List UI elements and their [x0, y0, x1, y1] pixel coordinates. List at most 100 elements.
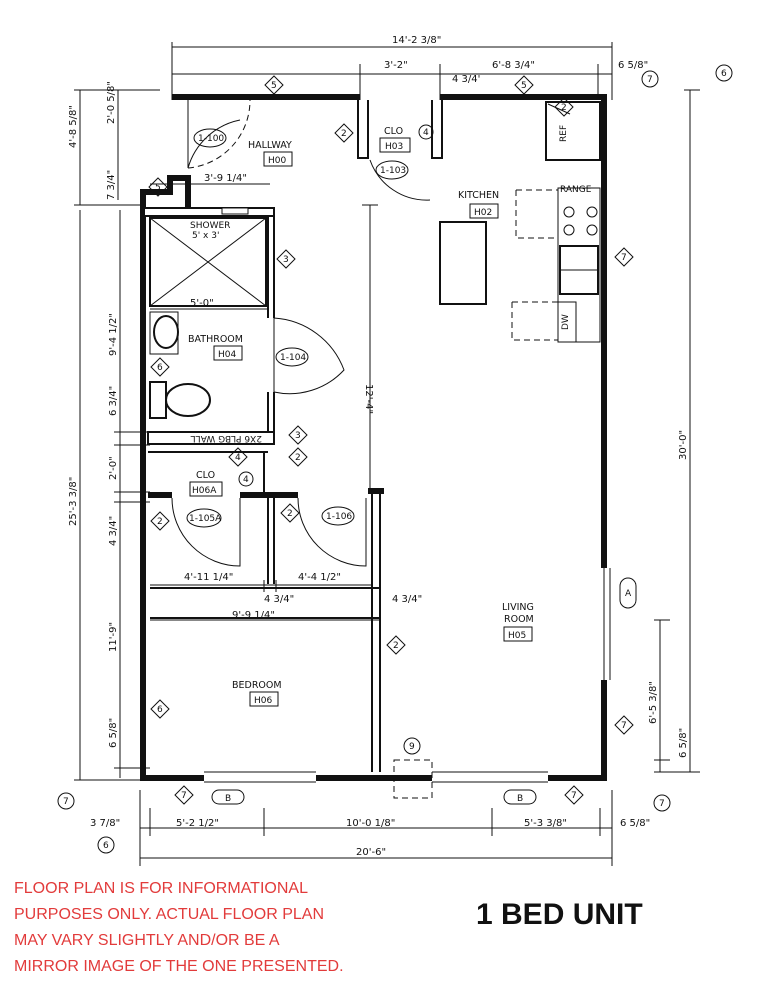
dim-bottom-overall: 20'-6"	[356, 847, 386, 858]
dim-right-b1: 6'-5 3/8"	[648, 681, 659, 724]
room-name-bedroom: BEDROOM	[232, 680, 282, 691]
dim-bottom-left: 3 7/8"	[90, 818, 120, 829]
tag-7-b: 7	[621, 721, 627, 731]
ref-label: REF	[559, 125, 569, 142]
room-name-kitchen: KITCHEN	[458, 190, 499, 201]
room-num-hallway: H00	[268, 156, 286, 166]
dim-bottom-right: 6 5/8"	[620, 818, 650, 829]
disclaimer-line: FLOOR PLAN IS FOR INFORMATIONAL	[14, 880, 308, 897]
door-tag-1-106: 1-106	[326, 512, 352, 522]
tag-6-a: 6	[157, 363, 163, 373]
range-label: RANGE	[560, 185, 592, 195]
window-tag-b-left: B	[225, 794, 231, 804]
dim-bedroom-width: 9'-9 1/4"	[232, 610, 275, 621]
tag-6-b: 6	[157, 705, 163, 715]
window-tag-a: A	[625, 589, 632, 599]
plbg-wall-label: 2X6 PLBG WALL	[191, 433, 262, 443]
tag-3-a: 3	[283, 255, 289, 265]
shower-size-label: 5' x 3'	[192, 231, 219, 241]
tag-4-a: 4	[235, 453, 241, 463]
tag-7-a: 7	[621, 253, 627, 263]
grid-7-left: 7	[63, 797, 69, 807]
tag-5-c: 5	[155, 183, 161, 193]
room-num-bedroom: H06	[254, 696, 272, 706]
unit-title: 1 BED UNIT	[476, 898, 643, 931]
grid-6-top: 6	[721, 69, 727, 79]
disclaimer-line: MAY VARY SLIGHTLY AND/OR BE A	[14, 932, 280, 949]
dim-right-b2: 6 5/8"	[678, 728, 689, 758]
dim-left-upper: 4'-8 5/8"	[68, 105, 79, 148]
dim-left-b1: 9'-4 1/2"	[108, 313, 119, 356]
toilet-icon	[165, 383, 211, 417]
dim-left-overall: 25'-3 3/8"	[68, 477, 79, 526]
dim-top-a: 3'-2"	[384, 60, 408, 71]
tag-2-c: 2	[157, 517, 163, 527]
door-swings	[171, 99, 431, 567]
dimension-lines	[74, 42, 700, 866]
keynote-tags: 5 5 5 2 2 2 2 2 2 3 3 4 6 6 7 7 7 7 4 4 …	[57, 64, 733, 854]
sink-icon	[153, 315, 179, 349]
dim-bottom-a: 5'-2 1/2"	[176, 818, 219, 829]
room-name-bathroom: BATHROOM	[188, 334, 243, 345]
dim-right-overall: 30'-0"	[678, 430, 689, 460]
tag-5-a: 5	[271, 81, 277, 91]
dim-center-vert: 12'-4"	[363, 384, 374, 414]
shower-label: SHOWER	[190, 221, 230, 231]
dim-left-b6: 6 5/8"	[108, 718, 119, 748]
dim-closet-a: 4'-11 1/4"	[184, 572, 233, 583]
room-name-closet-mid: CLO	[196, 470, 215, 481]
door-tags: 1-100 1-103 1-104 1-105A 1-106	[186, 128, 409, 528]
dim-left-b5: 11'-9"	[108, 622, 119, 652]
door-tag-1-104: 1-104	[280, 353, 306, 363]
tag-4-circle: 4	[423, 128, 429, 138]
kitchen-island	[439, 221, 487, 305]
disclaimer-note: FLOOR PLAN IS FOR INFORMATIONAL PURPOSES…	[14, 876, 394, 980]
dim-left-b3: 2'-0"	[108, 456, 119, 480]
room-labels: HALLWAY H00 CLO H03 KITCHEN H02 BATHROOM…	[188, 126, 534, 707]
interior-walls	[143, 100, 443, 772]
fixtures	[149, 101, 601, 799]
grid-7-top: 7	[647, 75, 653, 85]
room-num-closet-mid: H06A	[192, 486, 217, 496]
window-tag-b-right: B	[517, 794, 523, 804]
dim-closet-b: 4 3/4"	[264, 594, 294, 605]
exterior-walls	[140, 94, 611, 783]
room-num-living: H05	[508, 631, 526, 641]
dimension-labels: 14'-2 3/8" 3'-2" 6'-8 3/4" 4 3/4' 6 5/8"…	[68, 35, 689, 858]
dim-bath-width: 5'-0"	[190, 298, 214, 309]
room-num-closet-top: H03	[385, 142, 403, 152]
disclaimer-line: PURPOSES ONLY. ACTUAL FLOOR PLAN	[14, 906, 325, 923]
dim-left-b4: 4 3/4"	[108, 516, 119, 546]
dim-hall-width: 3'-9 1/4"	[204, 173, 247, 184]
refrigerator	[545, 101, 601, 161]
grid-6-bottom: 6	[103, 841, 109, 851]
room-name-closet-top: CLO	[384, 126, 403, 137]
tag-3-b: 3	[295, 431, 301, 441]
door-tag-1-105a: 1-105A	[189, 514, 222, 524]
dim-top-b: 6'-8 3/4"	[492, 60, 535, 71]
tag-2-f: 2	[561, 103, 567, 113]
room-name-living-1: LIVING	[502, 602, 534, 613]
dim-left-upper-a: 2'-0 5/8"	[106, 81, 117, 124]
dim-left-upper-b: 7 3/4"	[106, 170, 117, 200]
shower-stall	[149, 217, 267, 307]
tag-7-d: 7	[571, 791, 577, 801]
tag-2-a: 2	[341, 129, 347, 139]
room-name-hallway: HALLWAY	[248, 140, 292, 151]
dim-left-b2: 6 3/4"	[108, 386, 119, 416]
dim-top-right: 6 5/8"	[618, 60, 648, 71]
room-num-bathroom: H04	[218, 350, 236, 360]
grid-7-right: 7	[659, 799, 665, 809]
door-tag-1-100: 1-100	[198, 134, 224, 144]
room-num-kitchen: H02	[474, 208, 492, 218]
tag-7-c: 7	[181, 791, 187, 801]
dim-closet-c: 4'-4 1/2"	[298, 572, 341, 583]
toilet-tank	[149, 381, 167, 419]
tag-2-b: 2	[295, 453, 301, 463]
door-tag-1-103: 1-103	[380, 166, 406, 176]
tag-5-b: 5	[521, 81, 527, 91]
disclaimer-line: MIRROR IMAGE OF THE ONE PRESENTED.	[14, 958, 344, 975]
tag-2-e: 2	[393, 641, 399, 651]
dim-bottom-c: 5'-3 3/8"	[524, 818, 567, 829]
